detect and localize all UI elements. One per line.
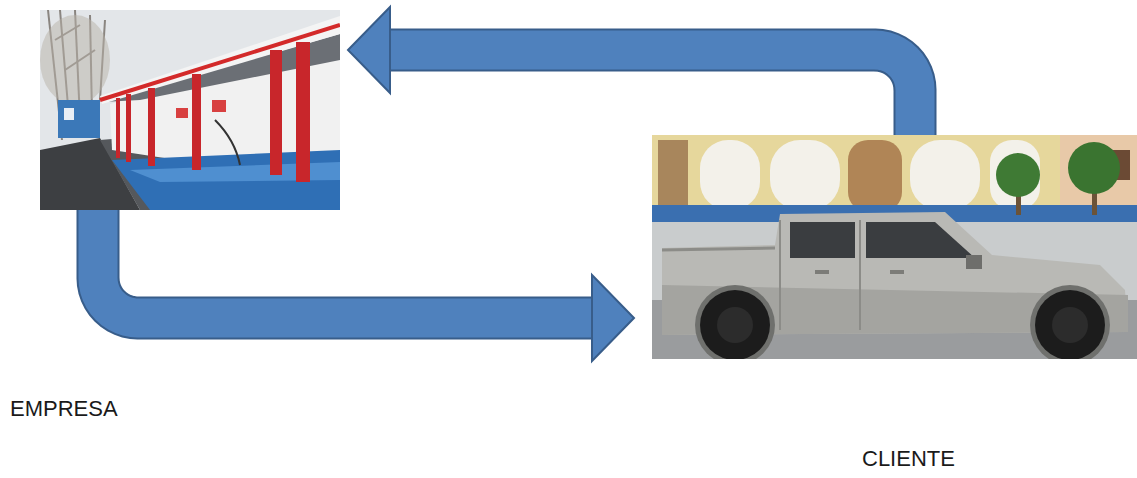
arrow-head [592, 275, 634, 361]
node-label: CLIENTE [862, 446, 955, 472]
node-label: EMPRESA [10, 396, 118, 422]
arrow-shaft [98, 210, 593, 318]
arrow-shaft [389, 50, 915, 135]
photo-node: CLIENTE [652, 135, 1137, 359]
block-arrow [98, 210, 634, 361]
arrow-outline [389, 50, 915, 135]
pickup-truck-photo [652, 135, 1137, 359]
arrow-outline [98, 210, 593, 318]
block-arrow [348, 7, 915, 135]
car-wash-photo [40, 10, 340, 210]
arrow-head [348, 7, 390, 93]
photo-node: EMPRESA [40, 10, 340, 210]
